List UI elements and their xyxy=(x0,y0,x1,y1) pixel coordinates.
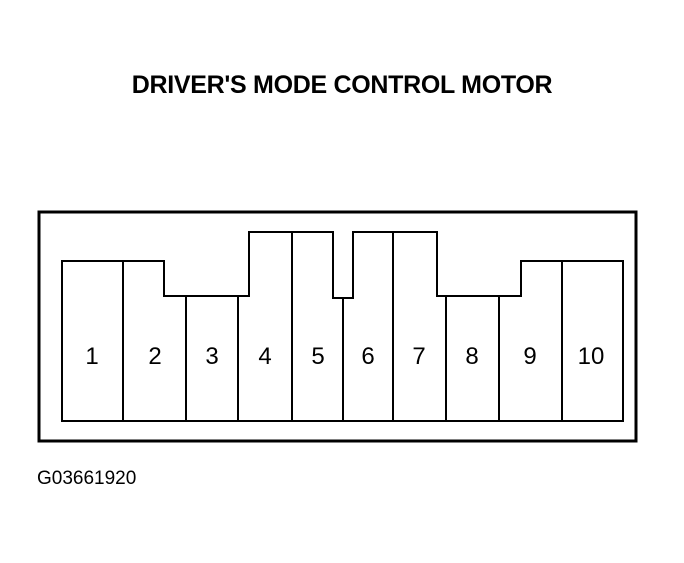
figure-id: G03661920 xyxy=(37,468,137,489)
pin-label-6: 6 xyxy=(361,343,374,370)
pin-cavity-outline xyxy=(61,231,624,422)
pin-label-7: 7 xyxy=(412,343,425,370)
diagram-title: DRIVER'S MODE CONTROL MOTOR xyxy=(131,71,553,99)
pin-label-8: 8 xyxy=(465,343,478,370)
pin-label-3: 3 xyxy=(205,343,218,370)
pin-label-9: 9 xyxy=(523,343,536,370)
pin-label-5: 5 xyxy=(311,343,324,370)
connector-housing xyxy=(37,210,638,443)
pin-label-2: 2 xyxy=(148,343,161,370)
pin-dividers xyxy=(122,232,563,421)
pin-label-10: 10 xyxy=(578,343,605,370)
pin-label-4: 4 xyxy=(258,343,271,370)
pin-label-1: 1 xyxy=(85,343,98,370)
